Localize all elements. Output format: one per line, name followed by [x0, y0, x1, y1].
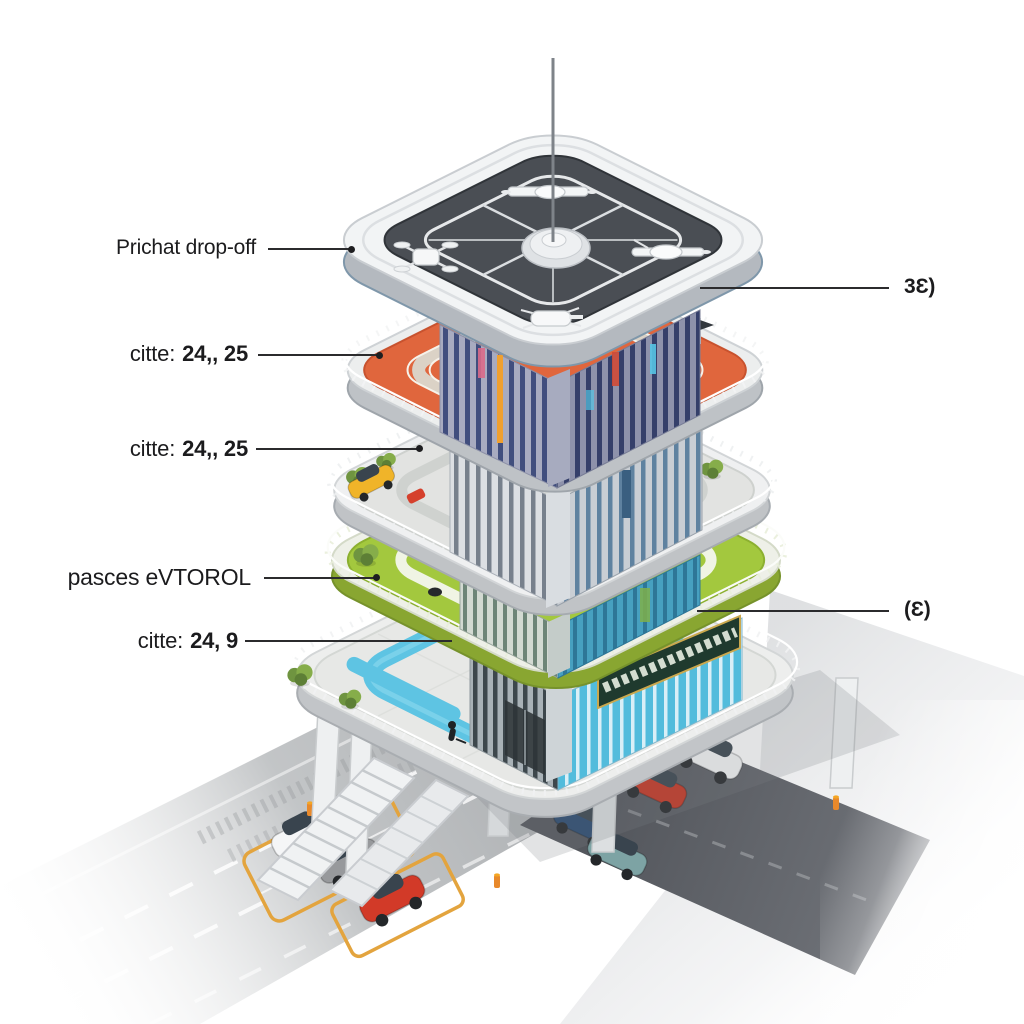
leader-line-lobby-deck — [245, 640, 452, 642]
leader-dot-garden-deck — [373, 574, 380, 581]
tower-core-garden — [459, 554, 701, 679]
storefront-sign — [597, 614, 741, 710]
callout-roof-note: 3Ɛ) — [904, 275, 936, 298]
drone-east — [631, 239, 711, 260]
drone-south — [520, 307, 583, 329]
leader-line-mid-note — [697, 610, 889, 612]
cyan-walkway-branch — [354, 664, 453, 713]
leader-dot-evtol-deck — [376, 352, 383, 359]
pedestrian — [448, 721, 467, 744]
callout-parking-deck: citte:24,, 25 — [129, 436, 248, 461]
callout-evtol-deck: citte:24,, 25 — [129, 341, 248, 366]
deck-item-red — [406, 488, 426, 504]
leader-line-roof-note — [700, 287, 889, 289]
callout-lobby-deck: citte:24, 9 — [137, 628, 238, 653]
tower-core-mid — [449, 427, 703, 608]
right-fade — [820, 700, 1024, 1024]
leader-line-garden-deck — [264, 577, 377, 579]
leader-line-private-dropoff — [268, 248, 351, 250]
stairs-secondary — [328, 778, 470, 908]
drone-north — [501, 184, 597, 200]
callout-garden-deck: pasces eVTOROL — [67, 564, 252, 590]
callout-mid-note: (Ɛ) — [904, 598, 931, 621]
tower-core-top — [439, 309, 701, 489]
antenna-mast — [521, 58, 591, 269]
drone-west — [393, 241, 459, 273]
leader-dot-parking-deck — [416, 445, 423, 452]
leader-dot-private-dropoff — [348, 246, 355, 253]
leader-line-parking-deck — [256, 448, 420, 450]
stairs-main — [256, 756, 416, 902]
callout-private-dropoff: Prichat drop-off — [116, 236, 256, 259]
leader-line-evtol-deck — [258, 354, 380, 356]
